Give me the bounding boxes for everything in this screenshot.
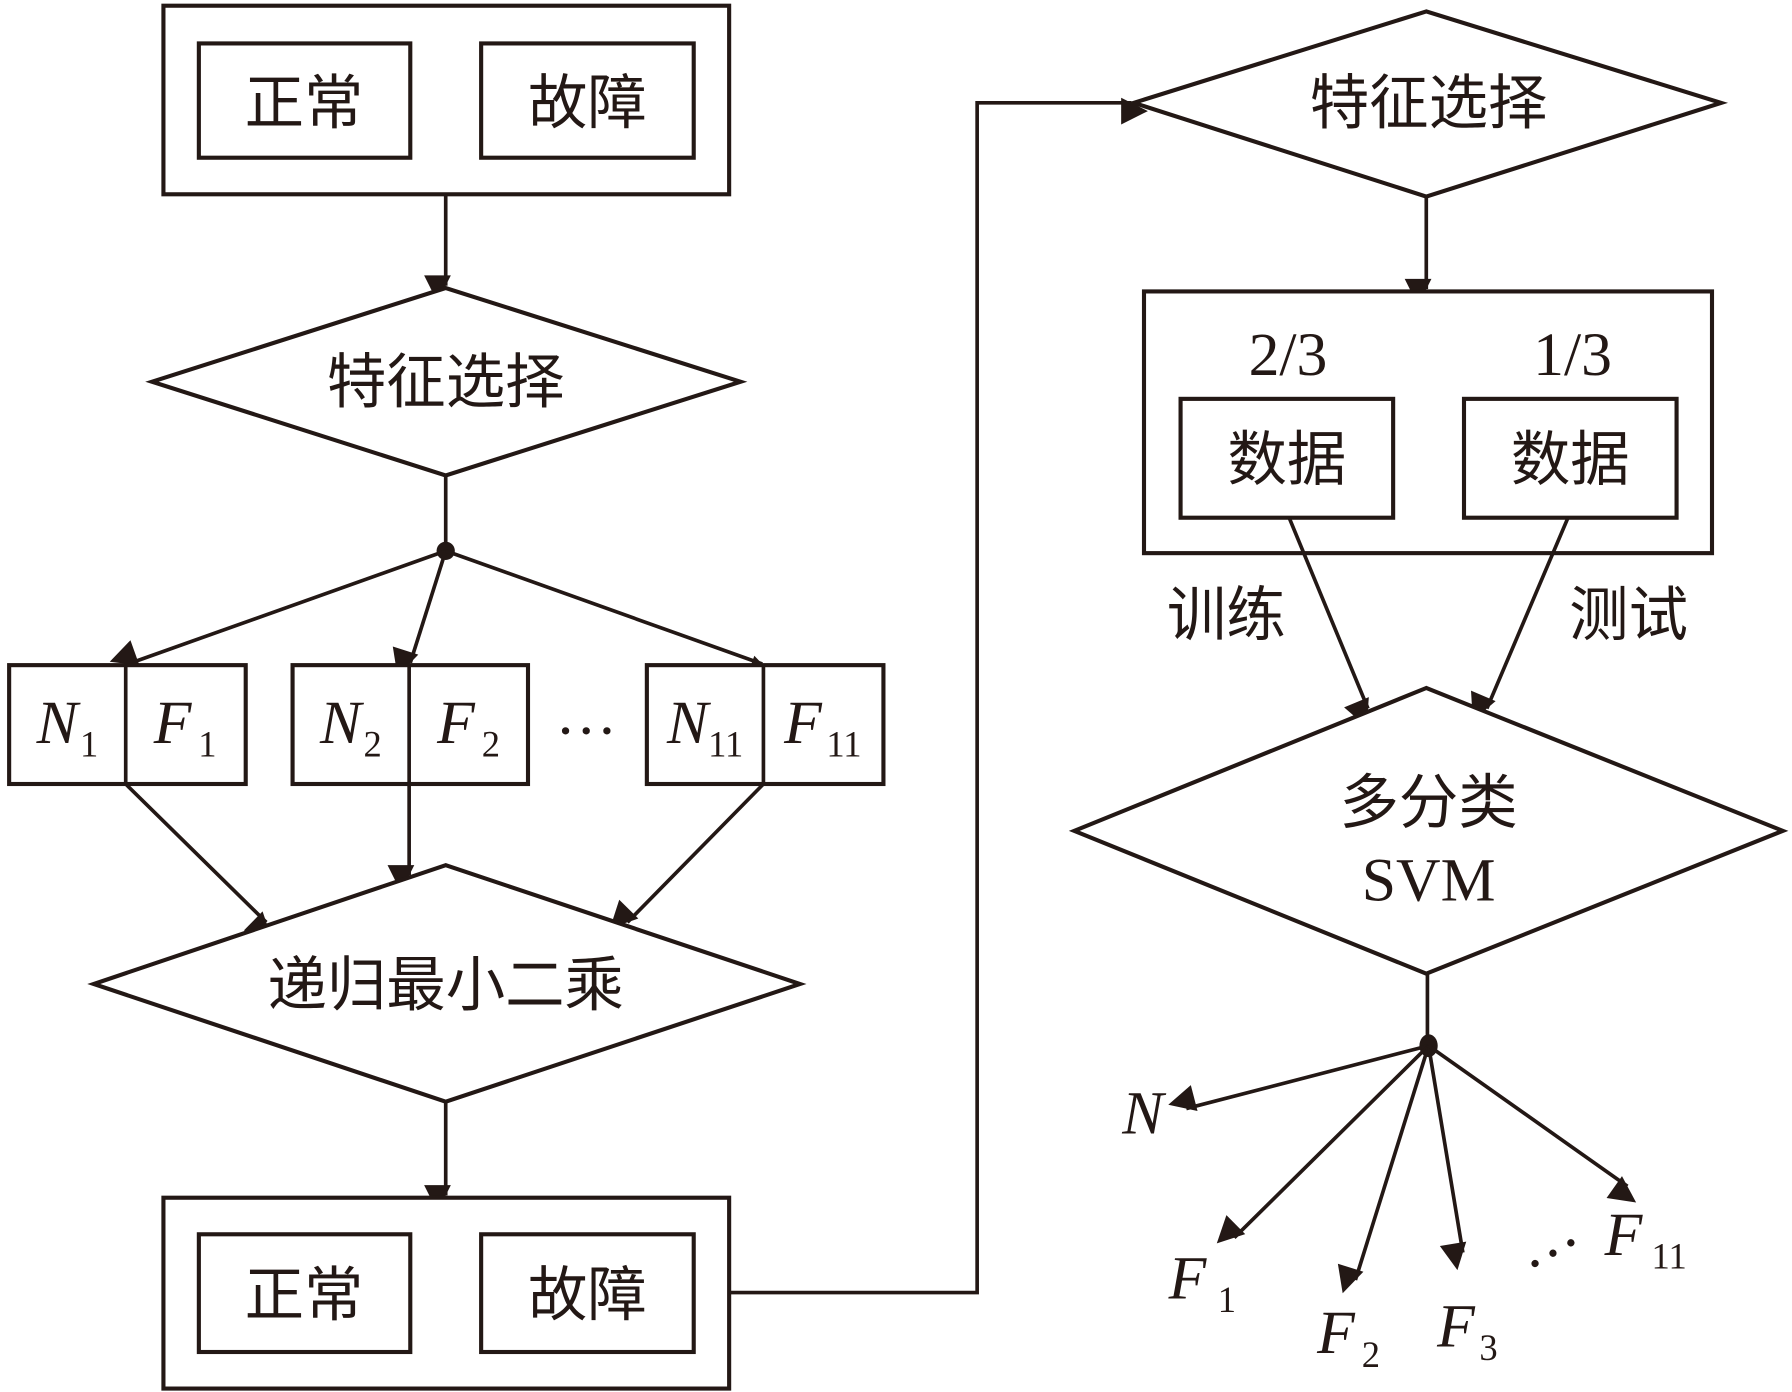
svm-label-line2: SVM — [1362, 847, 1496, 915]
rls-diamond: 递归最小二乘 — [87, 862, 807, 1104]
train-data-label: 数据 — [1227, 426, 1346, 495]
input-normal-box: 正常 — [196, 41, 413, 160]
data-split-box: 2/3 1/3 数据 数据 — [1141, 289, 1715, 556]
connector-output-to-right-flow — [729, 97, 1148, 1295]
arrow-junction-to-branch-1 — [109, 549, 447, 666]
input-fault-label: 故障 — [528, 69, 647, 138]
feature-selection-label-left: 特征选择 — [327, 348, 565, 417]
branch-ellipsis: … — [555, 680, 617, 748]
feature-selection-diamond-right: 特征选择 — [1126, 9, 1729, 199]
output-fault-label: 故障 — [528, 1261, 647, 1330]
arrow-branch-11-to-rls — [610, 782, 765, 929]
test-label: 测试 — [1569, 581, 1688, 650]
arrow-junction-to-branch-11 — [445, 549, 776, 681]
arrow-test-to-svm — [1471, 516, 1570, 721]
output-n-label: N — [1121, 1080, 1167, 1148]
arrow-junction-to-branch-2 — [392, 550, 448, 677]
svm-label-line1: 多分类 — [1339, 769, 1517, 838]
input-normal-label: 正常 — [245, 69, 364, 138]
branch-11-normal: N11 — [666, 689, 743, 765]
test-data-box: 数据 — [1461, 396, 1679, 520]
arrow-branch-1-to-rls — [124, 782, 273, 940]
arrow-train-to-svm — [1287, 517, 1370, 727]
test-data-label: 数据 — [1511, 426, 1630, 495]
train-fraction-label: 2/3 — [1249, 321, 1328, 389]
rls-label: 递归最小二乘 — [267, 952, 623, 1021]
feature-selection-diamond-left: 特征选择 — [145, 285, 748, 478]
branch-2-normal: N2 — [319, 689, 382, 765]
train-data-box: 数据 — [1178, 396, 1396, 520]
arrow-output-f1 — [1216, 1044, 1430, 1244]
branch-1-normal: N1 — [36, 689, 99, 765]
input-fault-box: 故障 — [479, 41, 696, 160]
arrow-output-f3 — [1426, 1045, 1467, 1271]
input-box: 正常 故障 — [161, 3, 732, 197]
arrow-output-f11 — [1427, 1044, 1637, 1203]
arrow-output-n — [1168, 1043, 1430, 1111]
train-label: 训练 — [1167, 581, 1286, 650]
output-ellipsis: … — [1501, 1193, 1588, 1283]
output-fault-box: 故障 — [479, 1232, 696, 1355]
arrow-output-f2 — [1337, 1045, 1431, 1294]
feature-selection-label-right: 特征选择 — [1310, 69, 1548, 138]
output-box: 正常 故障 — [161, 1195, 732, 1391]
output-normal-box: 正常 — [196, 1232, 413, 1355]
svm-diamond: 多分类 SVM — [1068, 685, 1789, 976]
output-normal-label: 正常 — [245, 1261, 364, 1330]
test-fraction-label: 1/3 — [1533, 321, 1612, 389]
